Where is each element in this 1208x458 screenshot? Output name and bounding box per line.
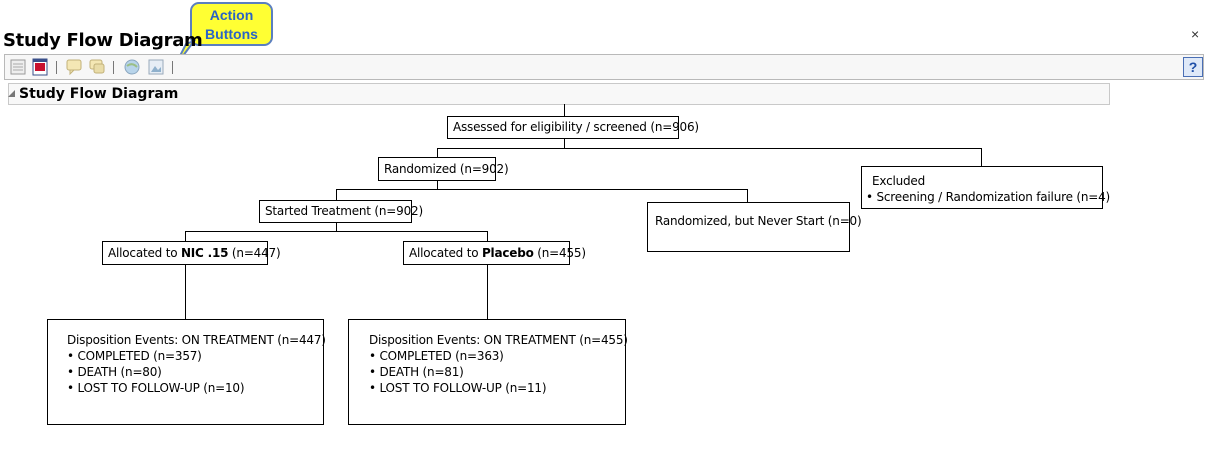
arm2-completed: • COMPLETED (n=363)	[369, 349, 504, 363]
globe-icon[interactable]	[123, 58, 141, 76]
arm2-death: • DEATH (n=81)	[369, 365, 464, 379]
connector	[981, 148, 982, 167]
connector	[336, 189, 337, 201]
connector	[437, 180, 438, 190]
image-icon[interactable]	[147, 58, 165, 76]
toolbar-separator	[172, 61, 173, 74]
arm1-name: NIC .15	[180, 246, 229, 260]
toolbar: ?	[4, 54, 1204, 80]
arm1-death: • DEATH (n=80)	[67, 365, 162, 379]
connector	[437, 148, 438, 158]
connector	[185, 231, 488, 232]
connector	[336, 189, 748, 190]
outline-title: Study Flow Diagram	[19, 86, 179, 102]
report-icon[interactable]	[9, 58, 27, 76]
arm1-prefix: Allocated to	[108, 246, 181, 260]
arm2-prefix: Allocated to	[409, 246, 482, 260]
arm1-disposition-title: Disposition Events: ON TREATMENT (n=447)	[67, 333, 326, 347]
pdf-export-icon[interactable]	[31, 58, 49, 76]
toolbar-separator	[113, 61, 114, 74]
assessed-box: Assessed for eligibility / screened (n=9…	[447, 116, 699, 139]
comment-icon[interactable]	[65, 58, 83, 76]
started-treatment-box: Started Treatment (n=902)	[259, 200, 423, 223]
connector	[487, 231, 488, 242]
connector	[185, 231, 186, 242]
callout-line1: Action	[209, 7, 254, 23]
arm2-allocation-box: Allocated to Placebo (n=455)	[403, 241, 586, 265]
disclosure-triangle-icon[interactable]	[8, 90, 15, 97]
arm1-allocation-box: Allocated to NIC .15 (n=447)	[102, 241, 281, 265]
close-icon[interactable]: ×	[1191, 26, 1200, 42]
randomized-box: Randomized (n=902)	[378, 157, 509, 181]
arm2-disposition-box: Disposition Events: ON TREATMENT (n=455)…	[348, 319, 628, 425]
arm1-lost: • LOST TO FOLLOW-UP (n=10)	[67, 381, 245, 395]
connector	[747, 189, 748, 203]
connector	[185, 264, 186, 320]
connector	[336, 222, 337, 232]
arm2-lost: • LOST TO FOLLOW-UP (n=11)	[369, 381, 547, 395]
connector	[564, 138, 565, 149]
never-start-box: Randomized, but Never Start (n=0)	[647, 202, 862, 252]
arm1-disposition-box: Disposition Events: ON TREATMENT (n=447)…	[47, 319, 326, 425]
comment-copy-icon[interactable]	[88, 58, 106, 76]
connector	[487, 264, 488, 320]
excluded-box: Excluded • Screening / Randomization fai…	[861, 166, 1111, 209]
callout-line2: Buttons	[205, 26, 258, 42]
action-buttons-callout: Action Buttons	[190, 2, 273, 46]
help-button[interactable]: ?	[1183, 57, 1203, 77]
window-title: Study Flow Diagram	[3, 30, 203, 51]
arm1-completed: • COMPLETED (n=357)	[67, 349, 202, 363]
arm2-suffix: (n=455)	[533, 246, 586, 260]
arm2-name: Placebo	[481, 246, 534, 260]
connector	[564, 104, 565, 117]
toolbar-separator	[56, 61, 57, 74]
connector	[437, 148, 982, 149]
arm1-suffix: (n=447)	[228, 246, 281, 260]
excluded-item: • Screening / Randomization failure (n=4…	[866, 190, 1111, 204]
excluded-title: Excluded	[872, 174, 926, 188]
arm2-disposition-title: Disposition Events: ON TREATMENT (n=455)	[369, 333, 628, 347]
